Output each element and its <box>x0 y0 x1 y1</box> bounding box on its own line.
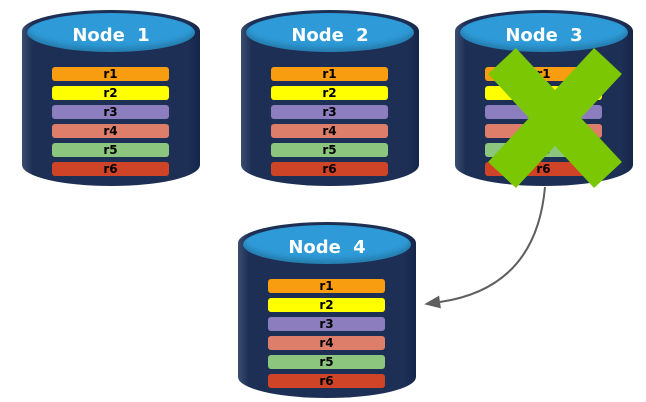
cylinder-top-ellipse <box>243 225 411 264</box>
partition-bar-r5: r5 <box>52 143 169 157</box>
db-node-2: Node 2 r1 r2 r3 r4 r5 r6 <box>241 10 419 186</box>
partition-bar-r6: r6 <box>271 162 388 176</box>
partition-bar-r5: r5 <box>271 143 388 157</box>
partition-bar-r2: r2 <box>268 298 385 312</box>
partition-bar-r4: r4 <box>52 124 169 138</box>
partition-list: r1 r2 r3 r4 r5 r6 <box>268 279 385 388</box>
partition-bar-r5: r5 <box>268 355 385 369</box>
partition-bar-r2: r2 <box>52 86 169 100</box>
partition-bar-r1: r1 <box>268 279 385 293</box>
db-node-1: Node 1 r1 r2 r3 r4 r5 r6 <box>22 10 200 186</box>
partition-bar-r2: r2 <box>271 86 388 100</box>
cylinder-top-ellipse <box>460 13 628 52</box>
partition-bar-r6: r6 <box>52 162 169 176</box>
partition-list: r1 r2 r3 r4 r5 r6 <box>52 67 169 176</box>
partition-bar-r3: r3 <box>271 105 388 119</box>
partition-bar-r4: r4 <box>271 124 388 138</box>
partition-bar-r6: r6 <box>268 374 385 388</box>
node-title: Node 2 <box>291 25 369 46</box>
cylinder-top-ellipse <box>246 13 414 52</box>
node-title: Node 1 <box>72 25 150 46</box>
db-node-4: Node 4 r1 r2 r3 r4 r5 r6 <box>238 222 416 398</box>
partition-bar-r1: r1 <box>271 67 388 81</box>
node-title: Node 3 <box>505 25 583 46</box>
cylinder-top-ellipse <box>27 13 195 52</box>
partition-bar-r3: r3 <box>52 105 169 119</box>
partition-bar-r1: r1 <box>52 67 169 81</box>
failure-x-icon <box>488 48 622 188</box>
partition-bar-r3: r3 <box>268 317 385 331</box>
partition-bar-r4: r4 <box>268 336 385 350</box>
node-title: Node 4 <box>288 237 366 258</box>
partition-list: r1 r2 r3 r4 r5 r6 <box>271 67 388 176</box>
